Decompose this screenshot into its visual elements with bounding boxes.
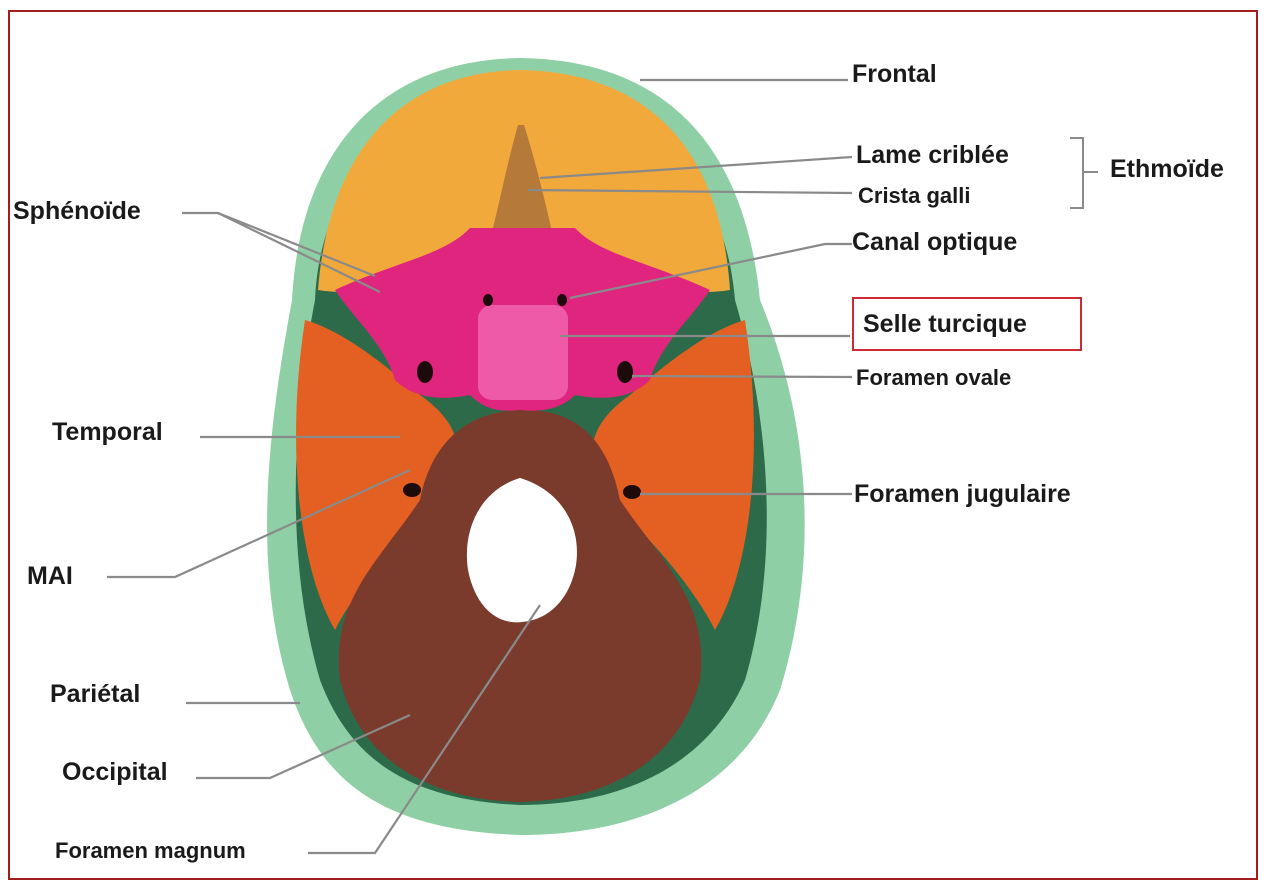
label-crista-galli: Crista galli <box>858 183 970 209</box>
label-lame-criblee: Lame criblée <box>856 141 1009 169</box>
label-occipital: Occipital <box>62 758 168 786</box>
label-ethmoide: Ethmoïde <box>1110 155 1224 183</box>
foramen-jugular-left <box>403 483 421 497</box>
optic-canal-left <box>483 294 493 306</box>
sella-turcica <box>478 305 568 400</box>
foramen-ovale-left <box>417 361 433 383</box>
label-selle-turcique: Selle turcique <box>863 310 1027 338</box>
ethmoide-bracket <box>1070 138 1098 208</box>
label-temporal: Temporal <box>52 418 163 446</box>
optic-canal-right <box>557 294 567 306</box>
label-foramen-magnum: Foramen magnum <box>55 838 246 864</box>
label-canal-optique: Canal optique <box>852 228 1017 256</box>
foramen-ovale-right <box>617 361 633 383</box>
label-sphenoide: Sphénoïde <box>13 197 141 225</box>
leader-foramen-ovale <box>632 376 852 377</box>
label-foramen-jugulaire: Foramen jugulaire <box>854 480 1071 508</box>
label-mai: MAI <box>27 562 73 590</box>
label-foramen-ovale: Foramen ovale <box>856 365 1011 391</box>
label-frontal: Frontal <box>852 60 937 88</box>
foramen-jugular-right <box>623 485 641 499</box>
label-parietal: Pariétal <box>50 680 140 708</box>
